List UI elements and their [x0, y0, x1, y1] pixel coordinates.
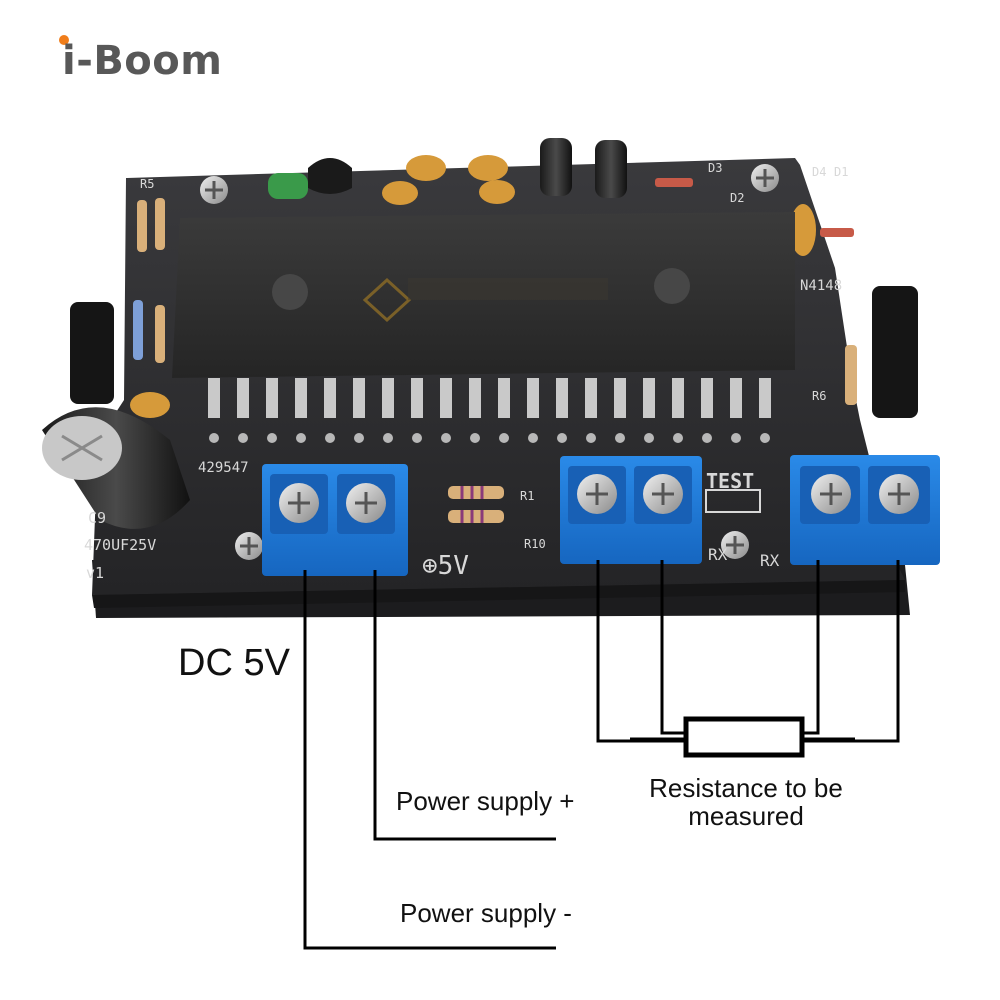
mount-screws: [200, 164, 779, 560]
silk-r1: R1: [520, 489, 534, 503]
ic-pin: [237, 378, 249, 418]
solder-joint: [325, 433, 335, 443]
ic-pin: [672, 378, 684, 418]
resistor-symbol: [683, 716, 805, 758]
wire-test-4: [802, 560, 900, 743]
main-ic: [172, 212, 795, 378]
silk-rx-2: RX: [760, 551, 780, 570]
wire-test-1: [596, 560, 686, 743]
brand-name: i-Boom: [62, 38, 223, 84]
power-supply-plus-label: Power supply +: [396, 786, 575, 816]
solder-joint: [238, 433, 248, 443]
left-clip: [70, 302, 114, 404]
silk-d1: D1: [834, 165, 848, 179]
silk-n4148: N4148: [800, 278, 842, 294]
ic-pin: [266, 378, 278, 418]
ic-pin: [585, 378, 597, 418]
silk-d4: D4: [812, 165, 826, 179]
ic-pin: [730, 378, 742, 418]
wire-power-minus: [303, 570, 556, 950]
wire-test-3: [802, 560, 820, 735]
solder-joint: [586, 433, 596, 443]
dc-voltage-label: DC 5V: [178, 642, 290, 684]
test-silk-box: [705, 489, 761, 513]
solder-joint: [557, 433, 567, 443]
silk-serial: 429547: [198, 460, 249, 476]
solder-joint: [412, 433, 422, 443]
ic-pin: [295, 378, 307, 418]
solder-joint: [673, 433, 683, 443]
resistance-label-line1: Resistance to be: [649, 773, 843, 803]
solder-joint: [470, 433, 480, 443]
silk-version: v1: [86, 564, 104, 582]
ic-pin: [382, 378, 394, 418]
resistors: [133, 198, 857, 523]
wire-test-2: [660, 560, 686, 735]
ic-pin: [527, 378, 539, 418]
brand-logo-dot: [59, 35, 69, 45]
terminal-block-test-right: [790, 455, 940, 565]
solder-joint: [702, 433, 712, 443]
silk-r6: R6: [812, 389, 826, 403]
ic-pin: [353, 378, 365, 418]
ic-pin: [614, 378, 626, 418]
solder-joint: [499, 433, 509, 443]
ic-pin: [440, 378, 452, 418]
silk-d3: D3: [708, 161, 722, 175]
ic-pin: [411, 378, 423, 418]
silk-d2: D2: [730, 191, 744, 205]
silk-test: TEST: [706, 469, 754, 493]
solder-joint: [760, 433, 770, 443]
solder-joint: [209, 433, 219, 443]
solder-joint: [383, 433, 393, 443]
solder-joint: [441, 433, 451, 443]
terminal-block-power: [262, 464, 408, 576]
ic-pin: [643, 378, 655, 418]
silk-c9: C9: [88, 509, 106, 527]
ic-pin: [469, 378, 481, 418]
ic-pins: [208, 378, 771, 443]
capacitor-c9: [42, 407, 190, 529]
solder-joint: [354, 433, 364, 443]
solder-joint: [296, 433, 306, 443]
silk-c9-value: 470UF25V: [84, 536, 156, 554]
silk-rx-1: RX: [708, 545, 728, 564]
ic-pin: [556, 378, 568, 418]
resistance-label-line2: measured: [688, 801, 804, 831]
power-supply-minus-label: Power supply -: [400, 898, 572, 928]
ic-pin: [759, 378, 771, 418]
terminal-block-test-left: [560, 456, 702, 564]
solder-joint: [731, 433, 741, 443]
solder-joint: [644, 433, 654, 443]
silk-5v: ⊕5V: [422, 551, 469, 581]
right-clip: [872, 286, 918, 418]
top-components: [130, 138, 854, 418]
ic-pin: [324, 378, 336, 418]
ic-pin: [701, 378, 713, 418]
solder-joint: [267, 433, 277, 443]
solder-joint: [528, 433, 538, 443]
wire-power-plus: [373, 570, 556, 841]
ic-pin: [208, 378, 220, 418]
pcb-edge: [92, 580, 905, 608]
resistance-label: Resistance to be measured: [632, 774, 860, 830]
solder-joint: [615, 433, 625, 443]
silk-r10: R10: [524, 537, 546, 551]
ic-pin: [498, 378, 510, 418]
silk-r5: R5: [140, 177, 154, 191]
wiring: [303, 560, 900, 950]
